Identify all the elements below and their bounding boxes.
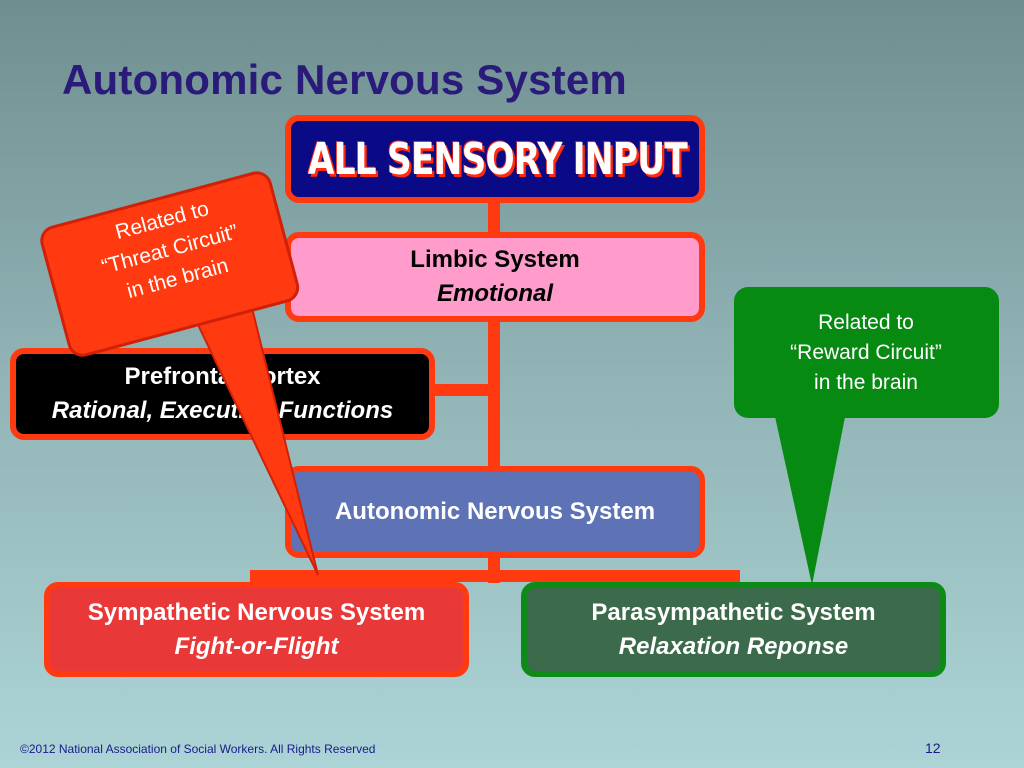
- reward-line2: “Reward Circuit”: [790, 341, 942, 364]
- parasympathetic-title: Parasympathetic System: [591, 598, 876, 626]
- limbic-subtitle: Emotional: [436, 280, 553, 307]
- prefrontal-subtitle: Rational, Executive Functions: [51, 397, 394, 424]
- sensory-input-label: ALL SENSORY INPUT: [307, 133, 688, 185]
- parasympathetic-subtitle: Relaxation Reponse: [618, 632, 849, 660]
- sympathetic-title: Sympathetic Nervous System: [87, 598, 426, 626]
- connector-sensory-limbic: [488, 200, 500, 236]
- connector-prefrontal: [432, 384, 492, 396]
- connector-branch-horizontal: [250, 570, 740, 582]
- page-number: 12: [925, 740, 941, 756]
- sensory-input-box: ALL SENSORY INPUT: [285, 115, 705, 203]
- limbic-title: Limbic System: [410, 246, 580, 273]
- ans-title: Autonomic Nervous System: [334, 498, 656, 525]
- reward-callout-text: Related to “Reward Circuit” in the brain: [735, 308, 997, 398]
- reward-callout-shape: [734, 287, 999, 585]
- parasympathetic-box: Parasympathetic System Relaxation Repons…: [521, 582, 946, 677]
- slide-title: Autonomic Nervous System: [62, 56, 627, 103]
- sympathetic-box: Sympathetic Nervous System Fight-or-Flig…: [44, 582, 469, 677]
- sympathetic-subtitle: Fight-or-Flight: [174, 632, 339, 660]
- reward-line3: in the brain: [814, 371, 918, 394]
- threat-callout-shape: [40, 171, 319, 576]
- connector-limbic-ans: [488, 318, 500, 470]
- copyright-footer: ©2012 National Association of Social Wor…: [20, 742, 376, 756]
- reward-line1: Related to: [818, 311, 914, 334]
